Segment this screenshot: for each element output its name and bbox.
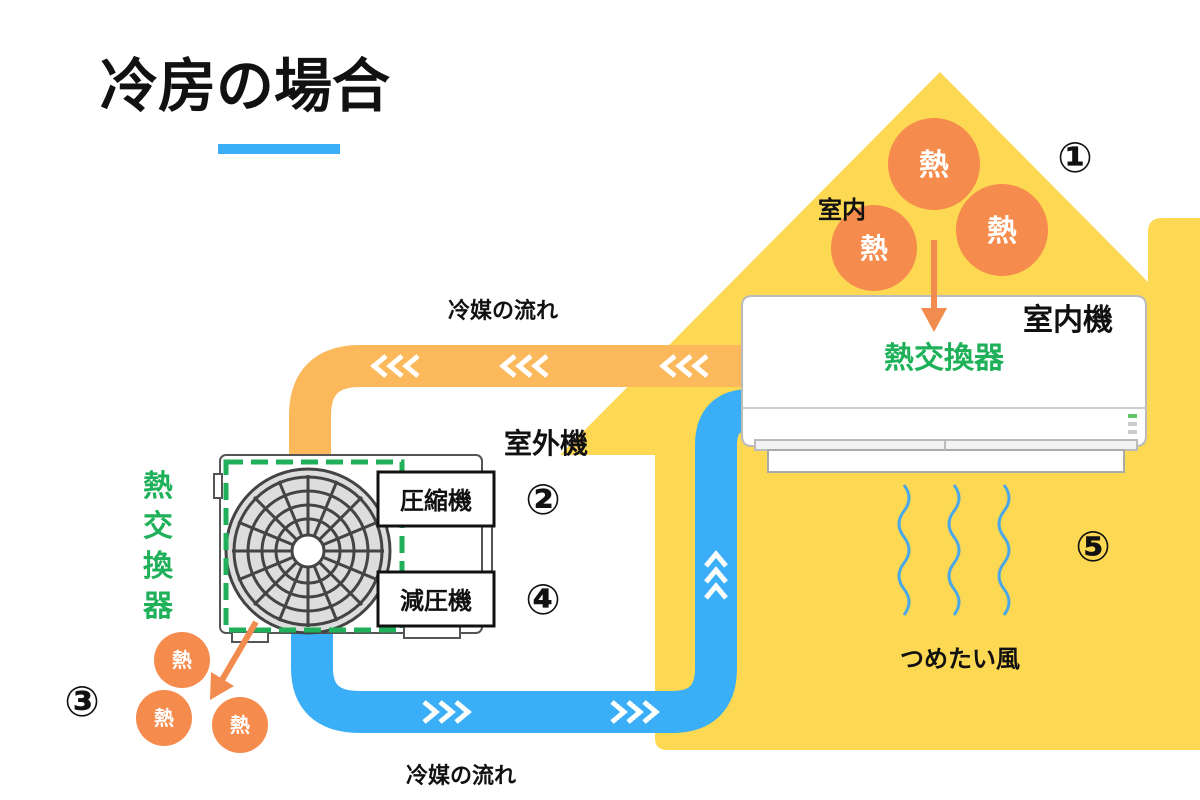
refrigerant-flow-bottom-label: 冷媒の流れ (406, 763, 516, 789)
svg-text:熱: 熱 (154, 706, 174, 730)
svg-text:熱: 熱 (172, 648, 192, 672)
indoor-heat-arrow (921, 240, 947, 332)
chevron-left-icon (370, 354, 709, 378)
wind-icon (897, 484, 1011, 616)
step-number-1: ① (1057, 133, 1093, 182)
indoor-heat-exchanger-label: 熱交換器 (884, 341, 1005, 376)
indoor-unit-label: 室内機 (1023, 303, 1113, 338)
outdoor-unit-label: 室外機 (504, 427, 588, 460)
expansion-valve-label: 減圧機 (400, 587, 472, 615)
outdoor-heat-exchanger-outline (223, 459, 405, 633)
step-number-2: ② (525, 475, 561, 524)
svg-text:熱: 熱 (230, 713, 250, 737)
svg-text:熱: 熱 (987, 214, 1017, 249)
svg-text:熱: 熱 (860, 232, 888, 265)
compressor-label: 圧縮機 (400, 487, 472, 515)
outdoor-heat-arrow (210, 620, 259, 700)
svg-text:熱: 熱 (143, 469, 173, 504)
compressor-box (376, 470, 496, 528)
refrigerant-flow-top-label: 冷媒の流れ (448, 298, 558, 324)
svg-text:熱: 熱 (919, 148, 949, 183)
indoor-heat-balls: 熱 熱 熱 (831, 118, 1048, 291)
indoor-unit (741, 295, 1147, 473)
fan-icon (224, 467, 392, 635)
svg-text:器: 器 (142, 589, 174, 624)
chevron-right-icon (422, 700, 660, 724)
hot-refrigerant-pipe (289, 345, 750, 470)
step-number-3: ③ (64, 677, 100, 726)
svg-text:交: 交 (143, 509, 173, 544)
cold-refrigerant-pipe (291, 389, 752, 733)
svg-text:換: 換 (143, 549, 174, 584)
outdoor-heat-exchanger-label: 熱 交 換 器 (142, 469, 174, 624)
room-label: 室内 (818, 196, 866, 224)
title-underline (218, 144, 340, 154)
expansion-valve-box (376, 570, 496, 628)
step-number-4: ④ (525, 575, 561, 624)
outdoor-heat-balls: 熱 熱 熱 (136, 632, 268, 753)
step-number-5: ⑤ (1075, 522, 1111, 571)
cool-air-label: つめたい風 (900, 645, 1020, 673)
page-title: 冷房の場合 (100, 52, 390, 120)
chevron-up-icon (704, 550, 728, 600)
